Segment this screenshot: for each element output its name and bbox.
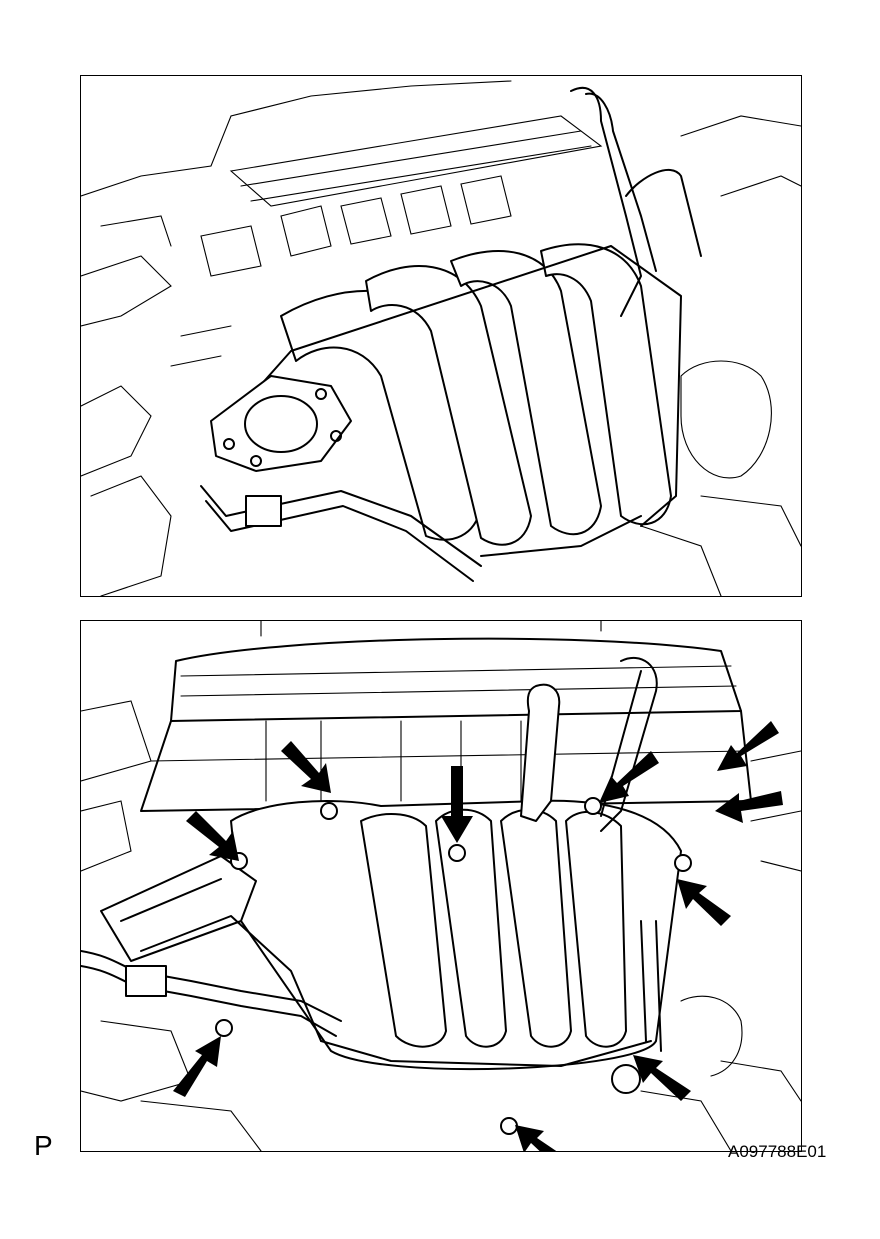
arrow-icon (173, 1036, 221, 1097)
hoses-and-pipes (81, 920, 662, 1094)
bottom-view-panel (80, 620, 802, 1152)
arrow-icon (633, 1055, 691, 1101)
bolt-lower-left (215, 1019, 233, 1037)
arrow-icon (186, 811, 239, 861)
throttle-body (100, 855, 322, 1042)
pcv-hose (570, 86, 702, 317)
bolt-upper-right (584, 797, 602, 815)
throttle-body-flange (210, 375, 352, 472)
bolt-right (674, 854, 692, 872)
arrow-icon (515, 1125, 557, 1151)
arrow-icon (599, 751, 659, 803)
arrow-icon (441, 766, 473, 843)
bolt-bottom (500, 1117, 518, 1135)
lower-hoses (200, 485, 642, 582)
arrow-icon (717, 721, 779, 771)
engine-bottom-view-drawing (81, 621, 801, 1151)
intake-manifold-body (230, 799, 682, 1071)
arrow-icon (677, 879, 731, 926)
bolt-upper-left (320, 802, 338, 820)
bolt-center (448, 844, 466, 862)
view-letter-label: P (34, 1130, 53, 1161)
engine-background-lines (81, 80, 801, 596)
intake-manifold-runners (250, 243, 682, 546)
figure-code-label: A097788E01 (728, 1142, 827, 1161)
top-view-panel (80, 75, 802, 597)
engine-top-view-drawing (81, 80, 801, 596)
arrow-icon (715, 791, 783, 823)
arrow-icon (281, 741, 331, 793)
engine-background-lines (81, 621, 801, 1151)
bolt-arrows (173, 721, 783, 1151)
